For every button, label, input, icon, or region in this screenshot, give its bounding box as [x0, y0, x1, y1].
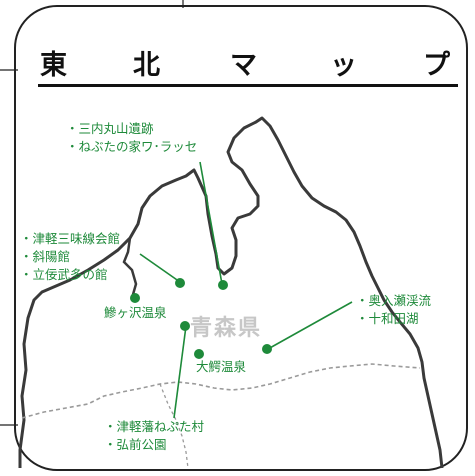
frame-border [14, 5, 468, 471]
title-char-2: 北 [133, 50, 160, 81]
label-sannai-line2: ・ねぶたの家ワ･ラッセ [66, 139, 198, 154]
point-sannai[interactable] [218, 280, 228, 290]
label-tsugaru: ・津軽三味線会館 ・斜陽館 ・立佞武多の館 [20, 230, 120, 284]
leader-sannai [199, 161, 223, 285]
title-char-3: マ [230, 50, 257, 81]
label-oirase-line2: ・十和田湖 [356, 311, 419, 326]
point-owani[interactable] [194, 349, 204, 359]
title-char-1: 東 [40, 50, 67, 81]
label-sannai: ・三内丸山遺跡 ・ねぶたの家ワ･ラッセ [66, 120, 197, 156]
title-underline [38, 84, 458, 87]
title-char-4: ッ [330, 50, 357, 81]
leader-hirosaki [173, 325, 187, 419]
coastline [18, 116, 444, 469]
leader-tsugaru [139, 253, 181, 283]
point-tsugaru[interactable] [175, 278, 185, 288]
label-sannai-line1: ・三内丸山遺跡 [66, 121, 154, 136]
label-oirase-line1: ・奥入瀬渓流 [356, 293, 432, 308]
west-coast-detail [122, 237, 138, 299]
point-hirosaki[interactable] [180, 321, 190, 331]
prefecture-border [21, 363, 421, 419]
prefecture-label: 青森県 [190, 316, 263, 341]
label-tsugaru-line2: ・斜陽館 [20, 249, 71, 264]
label-ajigasawa: 鰺ヶ沢温泉 [104, 305, 167, 320]
label-hirosaki-line1: ・津軽藩ねぷた村 [104, 419, 205, 434]
label-owani: 大鰐温泉 [196, 359, 247, 374]
label-tsugaru-line1: ・津軽三味線会館 [20, 231, 121, 246]
label-hirosaki: ・津軽藩ねぷた村 ・弘前公園 [104, 418, 204, 454]
leader-oirase [267, 301, 353, 350]
label-hirosaki-line2: ・弘前公園 [104, 437, 167, 452]
label-oirase: ・奥入瀬渓流 ・十和田湖 [356, 292, 431, 328]
point-oirase[interactable] [262, 344, 272, 354]
label-tsugaru-line3: ・立佞武多の館 [20, 267, 108, 282]
title-char-5: プ [423, 50, 450, 81]
point-ajigasawa[interactable] [130, 293, 140, 303]
